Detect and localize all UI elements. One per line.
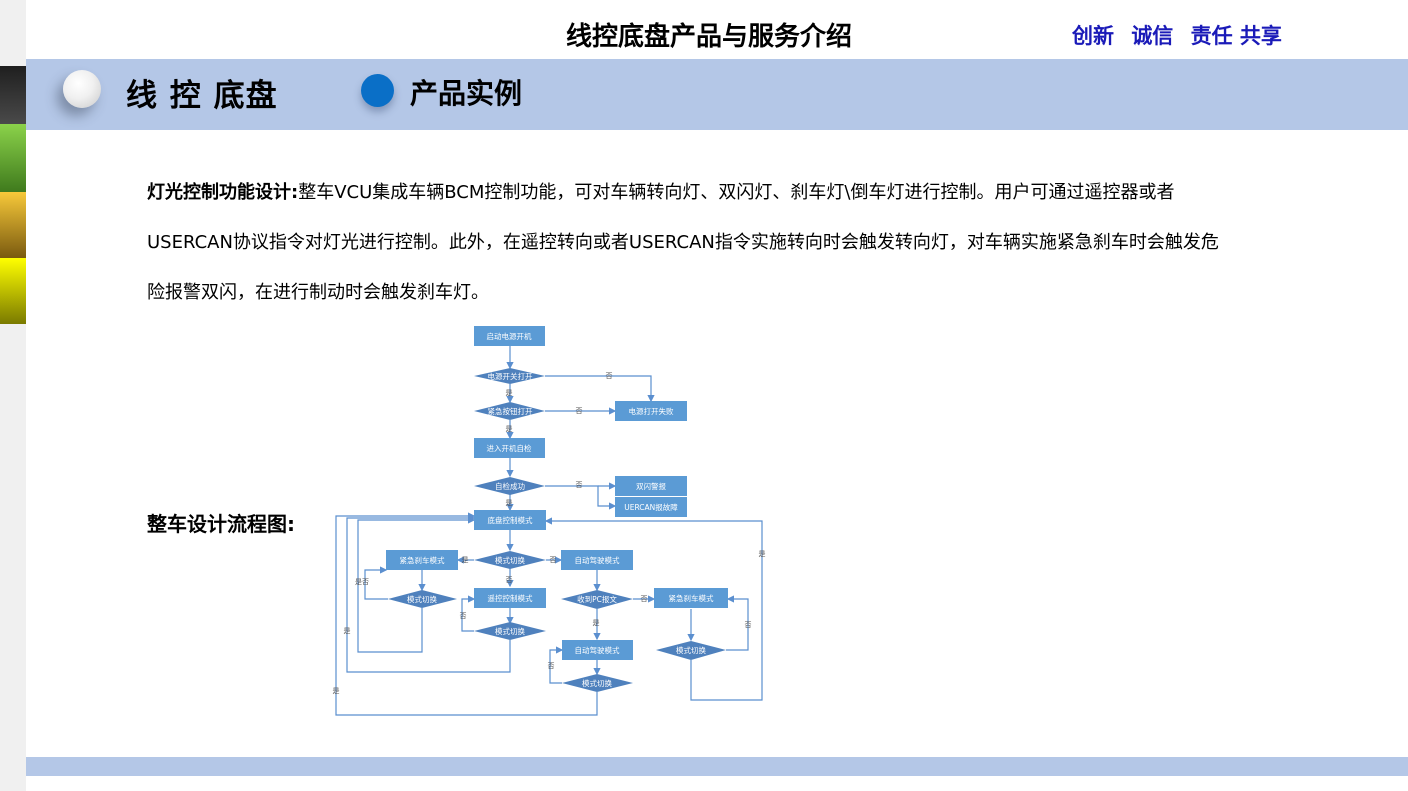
node-auto-mode-2: 自动驾驶模式 [575, 645, 620, 655]
label-yes: 是 [593, 619, 600, 627]
swatch-dark [0, 66, 26, 124]
flowchart-label: 整车设计流程图: [147, 512, 295, 536]
label-yes: 是 [506, 425, 513, 433]
node-selfcheck-ok: 自检成功 [495, 481, 525, 491]
node-mode-switch-left: 模式切换 [407, 594, 437, 604]
flow-boxes [386, 326, 728, 660]
motto-integrity: 诚信 [1131, 24, 1174, 48]
node-double-flash: 双闪警报 [636, 481, 666, 491]
node-pc-message: 收到PC报文 [577, 594, 617, 604]
swatch-green [0, 124, 26, 192]
label-yes: 是 [344, 627, 351, 635]
node-estop-check: 紧急按钮打开 [488, 406, 533, 416]
label-no: 否 [548, 662, 555, 670]
node-remote-mode: 遥控控制模式 [488, 593, 533, 603]
description-paragraph: 灯光控制功能设计:整车VCU集成车辆BCM控制功能，可对车辆转向灯、双闪灯、刹车… [147, 168, 1227, 318]
label-no: 否 [576, 407, 583, 415]
motto: 创新 诚信 责任 共享 [1072, 20, 1292, 50]
swatch-gold [0, 192, 26, 258]
label-no: 否 [506, 576, 513, 584]
label-no: 否 [550, 556, 557, 564]
node-power-check: 电源开关打开 [488, 371, 533, 381]
node-chassis-mode: 底盘控制模式 [488, 515, 533, 525]
label-no: 否 [460, 612, 467, 620]
node-auto-mode: 自动驾驶模式 [575, 555, 620, 565]
page-title: 线控底盘产品与服务介绍 [565, 22, 852, 52]
section-band [26, 59, 1408, 130]
label-yes: 是 [462, 556, 469, 564]
blue-circle-icon [361, 74, 394, 107]
flow-diamonds [388, 368, 726, 692]
label-yes: 是 [506, 389, 513, 397]
motto-innovation: 创新 [1072, 24, 1114, 48]
label-yes: 是 [759, 550, 766, 558]
node-estop-mode-2: 紧急刹车模式 [669, 593, 714, 603]
node-mode-switch-bottom: 模式切换 [582, 678, 612, 688]
swatch-yellow [0, 258, 26, 324]
node-mode-switch-right: 模式切换 [676, 645, 706, 655]
section-title: 线 控 底盘 [126, 78, 278, 114]
motto-responsibility: 责任 共享 [1190, 24, 1282, 48]
description-body: 整车VCU集成车辆BCM控制功能，可对车辆转向灯、双闪灯、刹车灯\倒车灯进行控制… [147, 182, 1219, 303]
description-lead: 灯光控制功能设计: [147, 182, 299, 203]
node-start: 启动电源开机 [487, 331, 532, 341]
label-no: 否 [745, 621, 752, 629]
node-can-report: UERCAN报故障 [624, 502, 678, 512]
node-selfcheck: 进入开机自检 [487, 443, 532, 453]
label-yes-no: 是否 [355, 578, 369, 586]
node-mode-switch-1: 模式切换 [495, 555, 525, 565]
bottom-bar [26, 757, 1408, 776]
label-yes: 是 [506, 499, 513, 507]
node-estop-mode: 紧急刹车模式 [400, 555, 445, 565]
white-circle-icon [63, 70, 101, 108]
label-yes: 是 [333, 687, 340, 695]
label-no: 否 [576, 481, 583, 489]
node-mode-switch-mid: 模式切换 [495, 626, 525, 636]
label-no: 否 [606, 372, 613, 380]
section-subtitle: 产品实例 [410, 77, 523, 110]
node-power-fail: 电源打开失败 [629, 406, 674, 416]
label-no: 否 [641, 595, 648, 603]
flowchart: 启动电源开机 电源开关打开 紧急按钮打开 电源打开失败 进入开机自检 自检成功 … [333, 326, 766, 716]
